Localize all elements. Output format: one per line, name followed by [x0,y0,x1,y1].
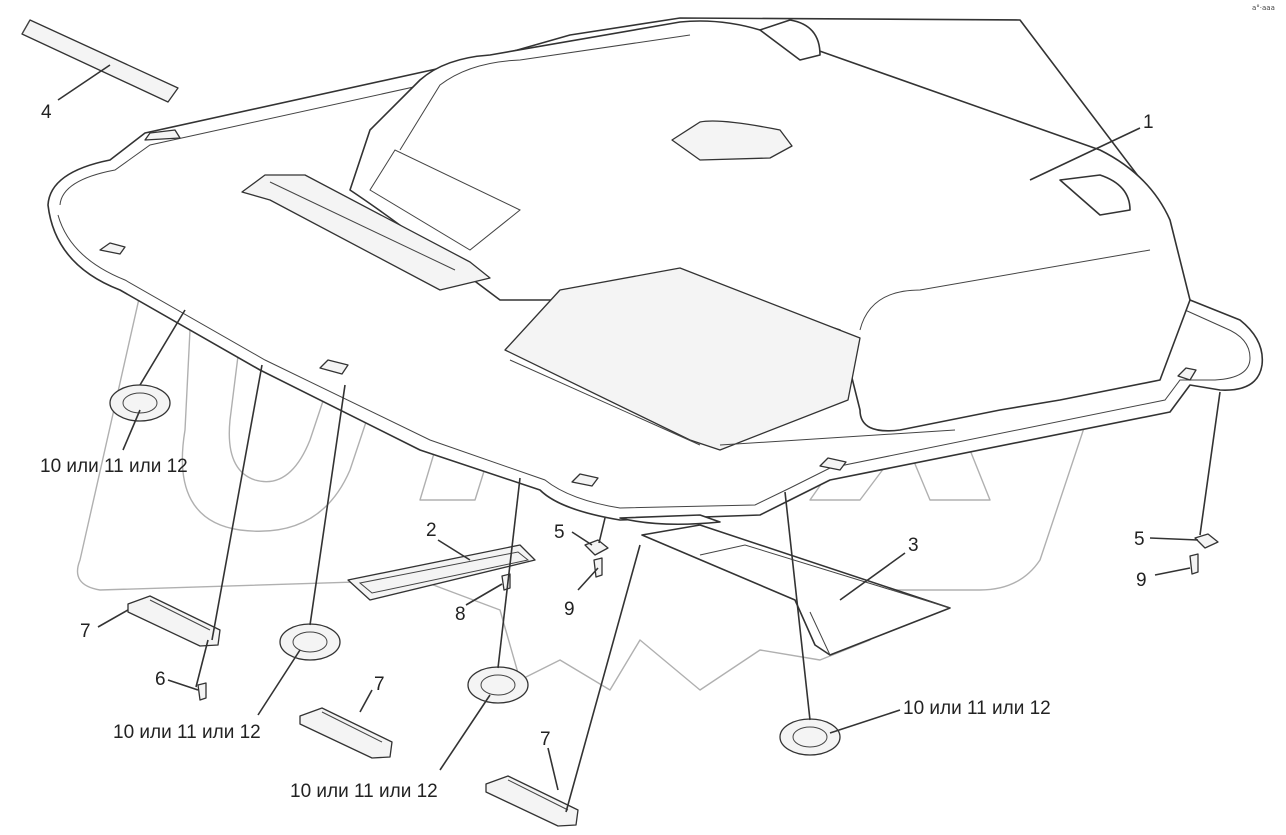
corner-mark: а°·ааа [1252,4,1275,12]
label-5-right: 5 [1134,529,1145,550]
vent-left-top [109,384,171,422]
label-vent-right: 10 или 11 или 12 [903,698,1051,719]
leader-lines [57,64,1221,813]
label-vent-left: 10 или 11 или 12 [40,456,188,477]
part-7-handle-left [127,595,221,647]
part-7-handle-right [485,775,579,827]
label-5-left: 5 [554,522,565,543]
label-7-middle: 7 [374,674,385,695]
part-7-handle-middle [299,707,393,759]
label-8: 8 [455,604,466,625]
label-9-right: 9 [1136,570,1147,591]
label-1: 1 [1143,112,1154,133]
label-7-right: 7 [540,729,551,750]
label-vent-lower: 10 или 11 или 12 [290,781,438,802]
label-2: 2 [426,520,437,541]
part-6-screw [197,682,207,701]
vent-right [779,718,841,756]
vent-lower-middle [467,666,529,704]
label-9-left: 9 [564,599,575,620]
vent-middle [279,623,341,661]
part-2-frame [347,544,536,601]
label-7-left: 7 [80,621,91,642]
label-vent-middle: 10 или 11 или 12 [113,722,261,743]
label-4: 4 [41,102,52,123]
part-9-screw-left [593,557,603,578]
label-3: 3 [908,535,919,556]
part-9-screw-right [1189,553,1199,575]
label-6: 6 [155,669,166,690]
part-4-strip [21,19,179,103]
part-5-clip-right [1194,533,1219,549]
part-1-roof-panel [47,17,1264,526]
